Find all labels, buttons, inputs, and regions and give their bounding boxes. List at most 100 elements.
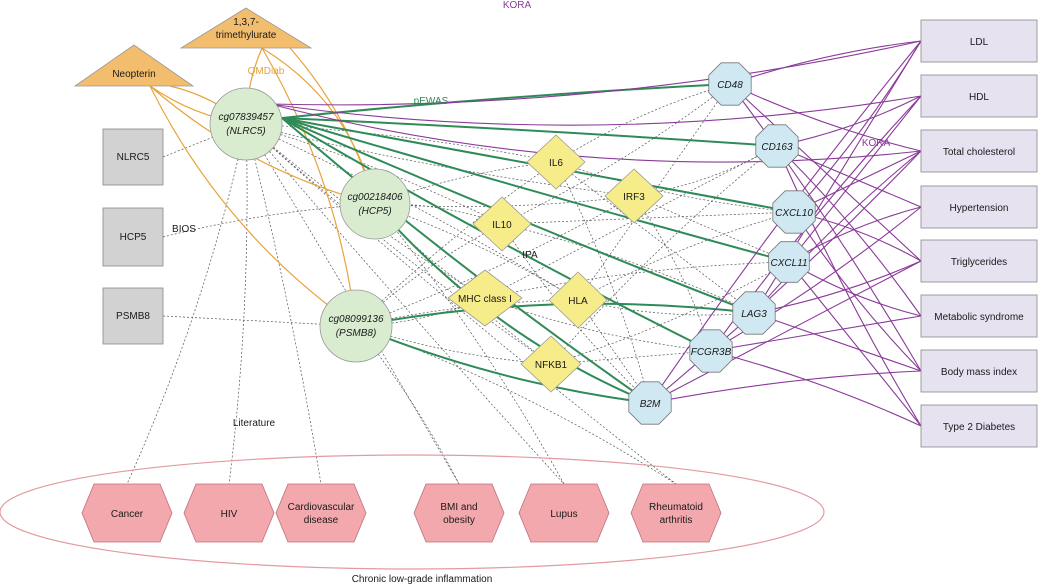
ipa-label-nfkb1: NFKB1 (535, 360, 568, 371)
trait-box-body-mass-index (920, 349, 1038, 393)
trait-box-type-2-diabetes (920, 404, 1038, 448)
disease-label-ra-0: Rheumatoid (649, 502, 703, 513)
literature-edge (245, 123, 677, 485)
ipa-protein-edge (484, 297, 712, 352)
ipa-protein-edge (633, 195, 712, 352)
ipa-protein-edge (577, 211, 795, 301)
ipa-protein-edge (555, 161, 755, 314)
ipa-protein-edge (550, 145, 778, 365)
cpg-gene-nlrc5: (NLRC5) (226, 126, 265, 137)
ipa-edge (245, 123, 552, 365)
disease-label-bmi-1: obesity (443, 515, 475, 526)
ipa-node-nfkb1 (520, 335, 582, 393)
kora-edge (793, 40, 922, 213)
pewas-edge (281, 117, 790, 263)
protein-node-b2m (628, 381, 672, 425)
label-bios: BIOS (172, 224, 196, 235)
kora-edge (729, 83, 922, 152)
ipa-protein-edge (484, 261, 790, 299)
kora-edge (269, 95, 922, 126)
trait-label-metabolic-syndrome: Metabolic syndrome (934, 312, 1024, 323)
ipa-protein-edge (484, 145, 778, 299)
metabolite-label-trimethylurate-2: trimethylurate (216, 30, 277, 41)
disease-node-cvd (275, 483, 367, 543)
kora-edge (710, 350, 922, 427)
ipa-node-hla (548, 271, 608, 329)
gene-box-nlrc5 (102, 128, 164, 186)
protein-label-cd48: CD48 (717, 80, 743, 91)
chronic-inflammation-ellipse (0, 454, 825, 570)
ipa-edge (245, 123, 579, 301)
ipa-edge (245, 123, 486, 299)
protein-label-b2m: B2M (640, 399, 661, 410)
protein-label-cd163: CD163 (761, 142, 793, 153)
disease-label-lupus-0: Lupus (550, 509, 577, 520)
ipa-label-irf3: IRF3 (623, 192, 645, 203)
kora-edge (649, 260, 922, 404)
pewas-edge (281, 117, 778, 147)
trait-box-triglycerides (920, 239, 1038, 283)
qmdiab-edge (149, 85, 357, 327)
trait-box-total-cholesterol (920, 129, 1038, 173)
pewas-edge (281, 117, 651, 404)
gene-label-hcp5: HCP5 (120, 232, 147, 243)
kora-edge (729, 83, 922, 372)
cpg-id-cg08099136: cg08099136 (328, 314, 383, 325)
literature-edge (126, 123, 247, 485)
label-ipa: IPA (522, 250, 538, 261)
ipa-node-mhc (447, 269, 523, 327)
protein-node-fcgr3b (689, 329, 733, 373)
kora-edge (753, 150, 922, 314)
ipa-protein-edge (501, 83, 731, 225)
protein-node-lag3 (732, 291, 776, 335)
trait-label-type-2-diabetes: Type 2 Diabetes (943, 422, 1015, 433)
kora-edge (269, 103, 922, 163)
label-chronic-inflammation: Chronic low-grade inflammation (352, 574, 493, 585)
protein-node-cd48 (708, 62, 752, 106)
qmdiab-edge (261, 47, 357, 327)
trait-label-hypertension: Hypertension (950, 203, 1009, 214)
pewas-edge (374, 203, 651, 404)
trait-box-ldl (920, 19, 1038, 63)
trait-box-metabolic-syndrome (920, 294, 1038, 338)
metabolite-label-trimethylurate-1: 1,3,7- (233, 17, 259, 28)
ipa-protein-edge (555, 161, 651, 404)
label-kora-right: KORA (862, 138, 891, 149)
literature-edge (245, 123, 565, 485)
cpg-node-cg07839457 (209, 87, 283, 161)
kora-edge (710, 206, 922, 352)
kora-edge (788, 95, 922, 263)
cpg-gene-psmb8: (PSMB8) (336, 328, 377, 339)
metabolite-trimethylurate (179, 7, 313, 49)
bios-edge (162, 315, 357, 327)
ipa-label-il6: IL6 (549, 158, 563, 169)
disease-label-bmi-0: BMI and (440, 502, 477, 513)
metabolite-label-neopterin: Neopterin (112, 69, 155, 80)
cpg-gene-hcp5: (HCP5) (358, 206, 391, 217)
ipa-protein-edge (555, 83, 731, 163)
trait-label-hdl: HDL (969, 92, 989, 103)
ipa-edge (245, 123, 557, 163)
protein-node-cd163 (755, 124, 799, 168)
ipa-protein-edge (501, 211, 795, 225)
cpg-node-cg00218406 (339, 168, 411, 240)
ipa-protein-edge (550, 261, 790, 365)
kora-edge (793, 211, 922, 372)
trait-label-body-mass-index: Body mass index (941, 367, 1017, 378)
kora-edge (269, 40, 922, 106)
kora-edge (788, 261, 922, 427)
disease-node-bmi (413, 483, 505, 543)
ipa-edge (355, 195, 635, 327)
protein-node-cxcl10 (772, 190, 816, 234)
kora-edge (776, 145, 922, 427)
protein-node-cxcl11 (768, 241, 810, 283)
ipa-protein-edge (550, 350, 712, 365)
disease-label-cvd-1: disease (304, 515, 339, 526)
disease-node-lupus (518, 483, 610, 543)
cpg-node-cg08099136 (319, 289, 393, 363)
disease-label-ra-1: arthritis (660, 515, 693, 526)
ipa-edge (245, 123, 503, 225)
ipa-protein-edge (555, 161, 795, 213)
